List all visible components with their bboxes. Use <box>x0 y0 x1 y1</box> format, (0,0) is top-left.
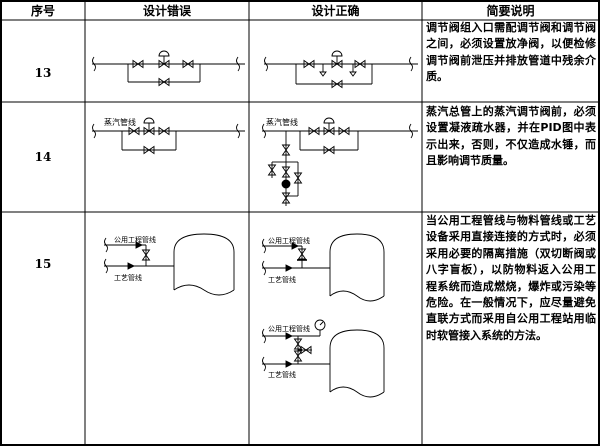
row15-correct-top-process-label: 工艺管线 <box>268 275 296 284</box>
header-seq: 序号 <box>30 4 55 18</box>
row14-correct-steam-label: 蒸汽管线 <box>266 117 298 127</box>
row15-correct-top-utility-label: 公用工程管线 <box>268 236 310 245</box>
row13-wrong-diagram <box>92 50 245 86</box>
row14-wrong-diagram <box>92 117 245 154</box>
header-desc: 简要说明 <box>486 4 535 18</box>
row15-wrong-utility-label: 公用工程管线 <box>114 235 156 244</box>
row15-correct-bottom-utility-label: 公用工程管线 <box>268 324 310 333</box>
row13-description: 调节阀组入口需配调节阀和调节阀之间，必须设置放净阀，以便检修调节阀前泄压并排放管… <box>426 21 596 84</box>
row14-correct-diagram <box>262 117 418 206</box>
row15-seq: 15 <box>34 256 52 271</box>
row13-seq: 13 <box>34 66 52 80</box>
row15-description: 当公用工程管线与物料管线或工艺设备采用直接连接的方式时，必须采用必要的隔离措施（… <box>426 214 596 342</box>
row15-wrong-diagram <box>104 233 235 296</box>
row14-seq: 14 <box>34 150 52 164</box>
row15-correct-bottom-diagram <box>262 319 385 398</box>
header-correct: 设计正确 <box>311 4 360 18</box>
row14-wrong-steam-label: 蒸汽管线 <box>104 117 136 127</box>
header-wrong: 设计错误 <box>142 4 191 18</box>
row15-correct-bottom-process-label: 工艺管线 <box>268 370 296 379</box>
row13-correct-diagram <box>264 50 418 88</box>
row15-wrong-process-label: 工艺管线 <box>114 273 142 282</box>
row14-description: 蒸汽总管上的蒸汽调节阀前，必须设置凝液疏水器，并在PID图中表示出来，否则，不仅… <box>426 105 596 168</box>
row15-correct-top-diagram <box>262 233 385 302</box>
